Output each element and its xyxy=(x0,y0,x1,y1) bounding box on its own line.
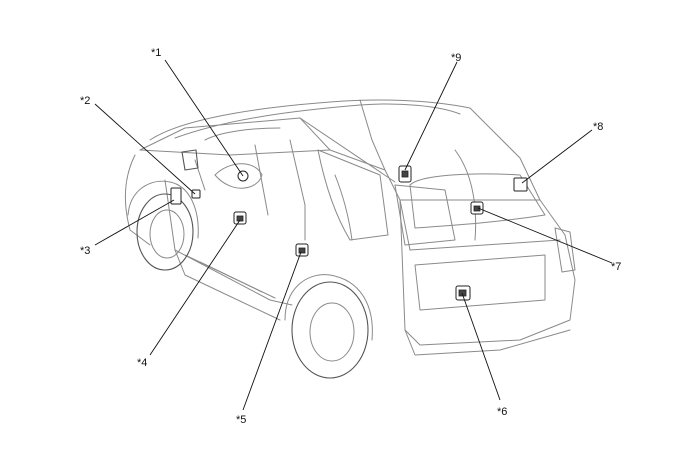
leader-line-5 xyxy=(242,251,302,411)
leader-line-4 xyxy=(149,219,241,356)
callout-label-3: *3 xyxy=(80,245,90,257)
component-3-unit xyxy=(170,187,182,205)
component-9-detail xyxy=(401,170,409,178)
callout-label-1: *1 xyxy=(151,47,161,59)
callout-label-5: *5 xyxy=(236,414,246,426)
callout-label-4: *4 xyxy=(137,357,147,369)
component-4-detail xyxy=(236,215,244,222)
callout-label-2: *2 xyxy=(80,95,90,107)
leader-line-1 xyxy=(164,59,244,177)
leader-line-6 xyxy=(461,292,501,401)
leader-line-2 xyxy=(94,103,196,195)
callout-label-8: *8 xyxy=(593,121,603,133)
component-5-detail xyxy=(298,247,306,254)
leader-lines xyxy=(94,59,613,411)
component-8-unit xyxy=(513,177,528,192)
leader-line-8 xyxy=(521,129,593,184)
component-2-unit xyxy=(191,189,201,199)
leader-line-9 xyxy=(404,61,458,171)
leader-line-7 xyxy=(477,207,613,264)
suv-outline xyxy=(125,99,576,379)
components xyxy=(170,165,528,301)
callout-labels: *1 *2 *3 *4 *5 *6 *7 *8 *9 xyxy=(80,47,621,426)
component-6-detail xyxy=(458,289,467,297)
callout-label-6: *6 xyxy=(497,406,507,418)
leader-line-3 xyxy=(94,199,175,246)
callout-label-9: *9 xyxy=(451,52,461,64)
callout-label-7: *7 xyxy=(611,261,621,273)
